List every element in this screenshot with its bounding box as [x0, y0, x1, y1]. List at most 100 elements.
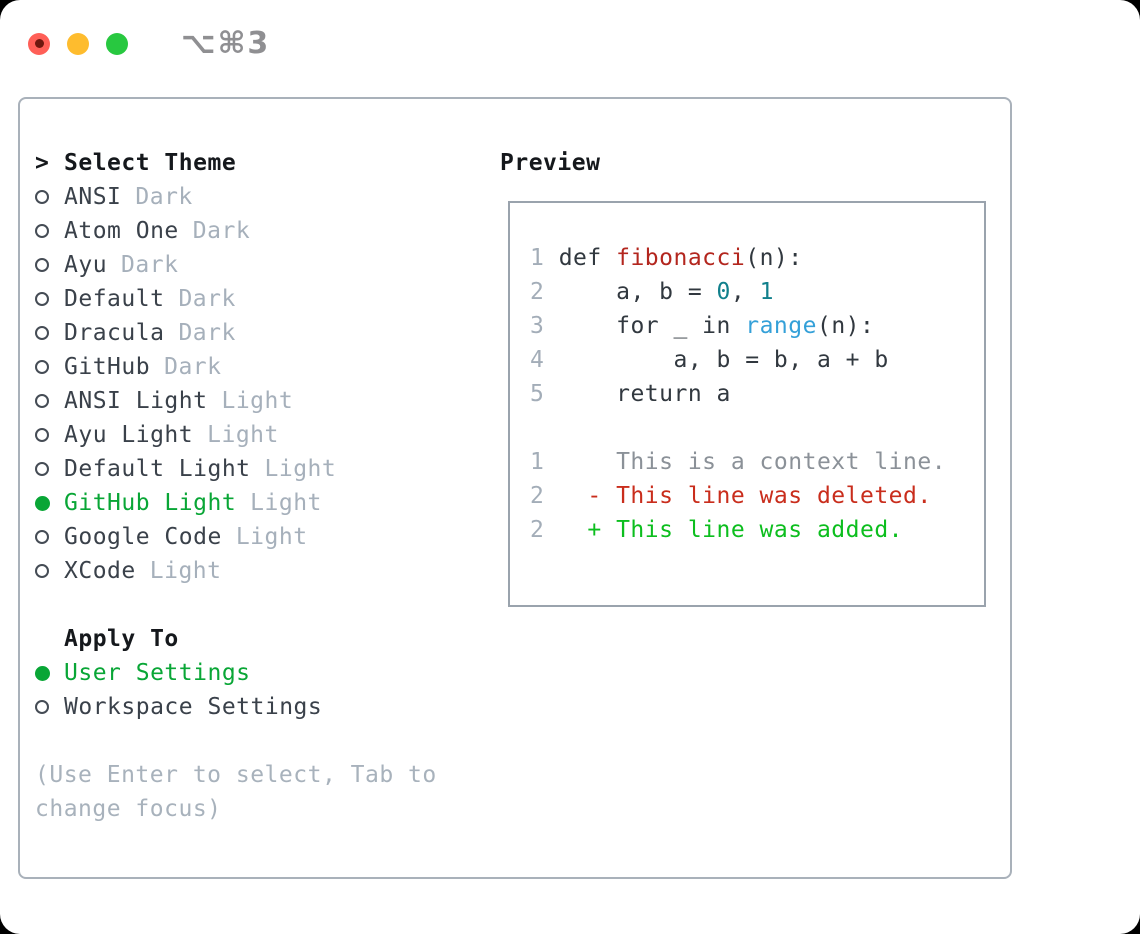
close-modified-dot-icon	[34, 39, 44, 48]
code-token: a, b =	[558, 279, 717, 305]
theme-variant: Dark	[192, 218, 251, 244]
theme-variant: Light	[235, 524, 308, 550]
code-token: a, b = b, a + b	[558, 347, 889, 373]
radio-icon	[35, 462, 64, 476]
theme-name: Atom One	[64, 218, 179, 244]
cursor-prefix-icon: >	[35, 150, 50, 176]
theme-variant: Dark	[164, 354, 222, 380]
line-number: 1	[530, 245, 559, 271]
diff-preview: 1 This is a context line.2 - This line w…	[530, 445, 984, 547]
radio-selected-icon	[35, 665, 64, 681]
radio-selected-icon	[35, 495, 64, 511]
theme-variant: Light	[149, 558, 222, 584]
theme-variant: Dark	[121, 252, 179, 278]
code-line: 3 for _ in range(n):	[530, 309, 984, 343]
radio-icon	[35, 564, 64, 578]
radio-icon	[35, 394, 64, 408]
spacer	[35, 724, 437, 758]
theme-name: Dracula	[64, 320, 165, 346]
theme-option[interactable]: Default Light Light	[35, 452, 437, 486]
theme-variant: Dark	[135, 184, 193, 210]
diff-text: + This line was added.	[587, 517, 904, 543]
code-line: 2 a, b = 0, 1	[530, 275, 984, 309]
apply-to-heading: Apply To	[35, 622, 437, 656]
theme-variant: Light	[250, 490, 322, 516]
spacer	[35, 588, 437, 622]
theme-option[interactable]: Ayu Dark	[35, 248, 437, 282]
line-number: 4	[530, 347, 559, 373]
theme-variant: Dark	[178, 320, 236, 346]
theme-name: Ayu Light	[64, 422, 194, 448]
window-shortcut-label: ⌥⌘3	[181, 26, 271, 61]
code-token: ,	[730, 279, 760, 305]
theme-option[interactable]: Google Code Light	[35, 520, 437, 554]
apply-to-title: Apply To	[64, 626, 179, 652]
radio-icon	[35, 360, 64, 374]
code-token: range	[745, 313, 817, 339]
radio-icon	[35, 190, 64, 204]
theme-name: Google Code	[64, 524, 222, 550]
theme-option[interactable]: Ayu Light Light	[35, 418, 437, 452]
select-theme-heading: > Select Theme	[35, 146, 437, 180]
radio-icon	[35, 224, 64, 238]
diff-line: 1 This is a context line.	[530, 445, 984, 479]
close-button[interactable]	[28, 32, 50, 55]
radio-icon	[35, 700, 64, 714]
hint-line: change focus)	[35, 796, 222, 822]
line-number: 5	[530, 381, 559, 407]
code-token: 0	[716, 279, 731, 305]
radio-icon	[35, 530, 64, 544]
radio-icon	[35, 428, 64, 442]
diff-text: This is a context line.	[587, 449, 947, 475]
theme-name: XCode	[64, 558, 136, 584]
diff-line: 2 + This line was added.	[530, 513, 984, 547]
hint-line: (Use Enter to select, Tab to	[35, 762, 437, 788]
theme-variant: Light	[221, 388, 294, 414]
theme-variant: Light	[207, 422, 279, 448]
diff-text: - This line was deleted.	[587, 483, 932, 509]
code-line: 1 def fibonacci(n):	[530, 241, 984, 275]
radio-icon	[35, 292, 64, 306]
code-token: (n):	[745, 245, 803, 271]
line-number: 3	[530, 313, 559, 339]
theme-name: Default Light	[64, 456, 251, 482]
zoom-button[interactable]	[106, 32, 128, 55]
window-titlebar: ⌥⌘3	[28, 26, 270, 61]
line-number: 1	[530, 449, 588, 475]
theme-name: Ayu	[64, 252, 108, 278]
minimize-button[interactable]	[67, 32, 89, 55]
select-theme-title: Select Theme	[64, 150, 237, 176]
code-token: for _ in	[558, 313, 746, 339]
theme-name: ANSI	[64, 184, 122, 210]
theme-variant: Dark	[178, 286, 236, 312]
theme-option[interactable]: XCode Light	[35, 554, 437, 588]
radio-icon	[35, 258, 64, 272]
diff-line: 2 - This line was deleted.	[530, 479, 984, 513]
preview-heading: Preview	[500, 150, 601, 176]
code-token: (n):	[816, 313, 875, 339]
theme-name: Default	[64, 286, 165, 312]
code-token: def	[558, 245, 617, 271]
apply-option[interactable]: User Settings	[35, 656, 437, 690]
theme-option[interactable]: Atom One Dark	[35, 214, 437, 248]
code-line: 5 return a	[530, 377, 984, 411]
theme-variant: Light	[264, 456, 337, 482]
apply-option-label: Workspace Settings	[64, 694, 323, 720]
theme-option[interactable]: Dracula Dark	[35, 316, 437, 350]
theme-option[interactable]: ANSI Dark	[35, 180, 437, 214]
hint-text: (Use Enter to select, Tab to change focus…	[35, 758, 437, 826]
code-token: 1	[759, 279, 774, 305]
apply-option-label: User Settings	[64, 660, 251, 686]
apply-option[interactable]: Workspace Settings	[35, 690, 437, 724]
theme-option[interactable]: Default Dark	[35, 282, 437, 316]
